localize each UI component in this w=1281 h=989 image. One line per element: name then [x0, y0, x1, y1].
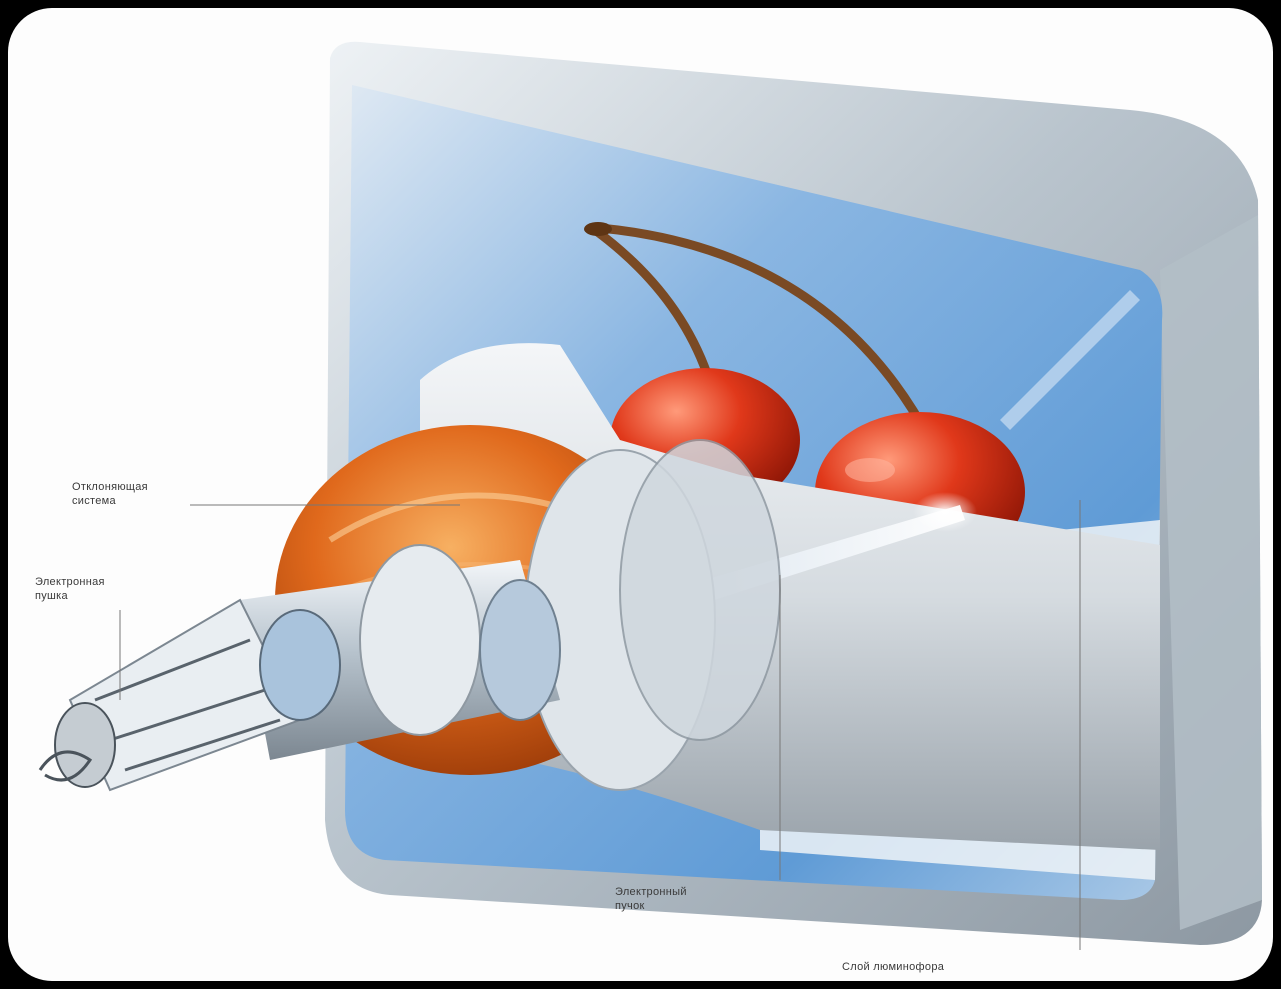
- label-deflection-system: Отклоняющая система: [72, 480, 148, 508]
- label-electron-beam: Электронный пучок: [615, 885, 687, 913]
- label-electron-gun: Электронная пушка: [35, 575, 105, 603]
- label-phosphor-layer: Слой люминофора: [842, 960, 944, 974]
- crt-illustration: [8, 8, 1273, 981]
- diagram-frame: Отклоняющая система Электронная пушка Эл…: [8, 8, 1273, 981]
- electron-gun: [40, 600, 340, 790]
